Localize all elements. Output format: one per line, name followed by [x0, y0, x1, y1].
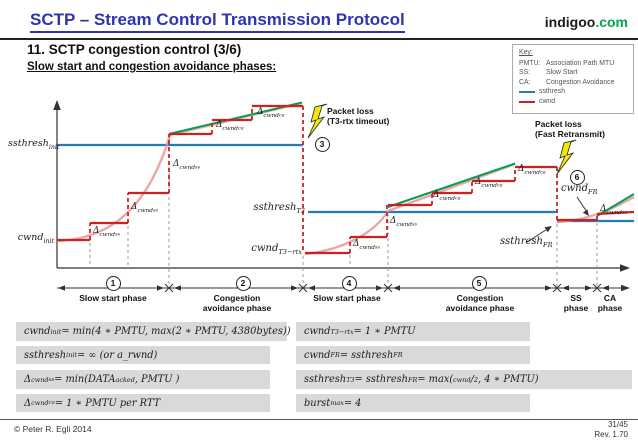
label-delta-cwnd-ss: Δcwndss: [173, 159, 201, 171]
phase-marker-5: 5: [471, 275, 487, 291]
label-cwnd-fr: cwndFR: [561, 183, 598, 196]
phase-axis: [57, 283, 630, 293]
page-title: SCTP – Stream Control Transmission Proto…: [30, 10, 405, 33]
phase-label-ss: SS phase: [563, 293, 589, 313]
cwnd-line-swatch: [519, 97, 539, 107]
label-delta-cwnd-ss: Δcwndss: [600, 204, 628, 216]
footer-meta: 31/45 Rev. 1.70: [594, 420, 628, 440]
phase-label-ca-2: Congestion avoidance phase: [445, 293, 515, 313]
label-delta-cwnd-ss: Δcwndss: [93, 226, 121, 238]
legend-row-pmtu: PMTU: Association Path MTU: [519, 59, 615, 67]
phase-marker-1: 1: [105, 275, 121, 291]
label-delta-cwnd-ss: Δcwndss: [131, 202, 159, 214]
y-axis: [53, 100, 61, 268]
cwnd-line: [57, 104, 635, 255]
x-axis: [57, 264, 630, 272]
legend-row-ssthresh: ssthresh: [519, 87, 633, 97]
legend-row-ss: SS: Slow Start: [519, 69, 578, 76]
legend-title: Key:: [519, 49, 533, 56]
footer-copyright: © Peter R. Egli 2014: [14, 424, 92, 434]
lightning-icon-t3: [307, 103, 328, 139]
packet-loss-fr-annotation: Packet loss (Fast Retransmit): [535, 119, 605, 139]
cwnd-step-dashes: [89, 106, 598, 253]
ssthresh-fr-pointer-arrow: [526, 226, 552, 243]
slide-subheading: Slow start and congestion avoidance phas…: [27, 61, 277, 73]
brand-tld: .com: [595, 14, 628, 30]
label-delta-cwnd-ss: Δcwndss: [390, 216, 418, 228]
legend-row-cwnd: cwnd: [519, 97, 633, 107]
phase-label-slow-start-1: Slow start phase: [79, 293, 147, 303]
label-delta-cwnd-ss: Δcwndss: [353, 239, 381, 251]
footer-page-number: 31/45: [607, 420, 628, 429]
footer-revision: Rev. 1.70: [594, 430, 628, 439]
footer-divider: [0, 419, 638, 420]
phase-boundary-marks: [164, 283, 602, 293]
ssthresh-line-swatch: [519, 87, 539, 97]
phase-label-slow-start-2: Slow start phase: [313, 293, 381, 303]
label-delta-cwnd-ca: Δcwndca: [216, 120, 244, 132]
phase-span-arrows: [58, 285, 609, 291]
event-marker-6: 6: [569, 169, 585, 185]
label-ssthresh-init: ssthreshinit: [8, 138, 60, 151]
label-delta-cwnd-ca: Δcwndca: [257, 107, 285, 119]
label-delta-cwnd-ca: Δcwndca: [518, 164, 546, 176]
label-delta-cwnd-ca: Δcwndca: [433, 190, 461, 202]
label-cwnd-t3-rtx: cwndT3−rtx: [251, 243, 302, 256]
phase-label-ca-1: Congestion avoidance phase: [202, 293, 272, 313]
cwnd-fr-pointer-arrow: [576, 196, 589, 216]
phase-marker-4: 4: [341, 275, 357, 291]
label-cwnd-init: cwndinit: [17, 232, 54, 245]
brand-logo: indigoo.com: [545, 14, 628, 30]
ca-growth-lines: [168, 101, 635, 217]
brand-name: indigoo: [544, 14, 596, 30]
header-divider: [0, 38, 638, 40]
slide-heading: 11. SCTP congestion control (3/6): [27, 42, 242, 57]
label-ssthresh-fr: ssthreshFR: [500, 236, 553, 249]
event-marker-3: 3: [314, 136, 330, 152]
phase-label-ca: CA phase: [597, 293, 623, 313]
label-ssthresh-t3: ssthreshT3: [253, 202, 305, 215]
label-delta-cwnd-ca: Δcwndca: [475, 177, 503, 189]
legend-box: Key: PMTU: Association Path MTU SS: Slow…: [512, 44, 634, 114]
packet-loss-t3-annotation: Packet loss (T3-rtx timeout): [327, 106, 390, 126]
phase-marker-2: 2: [235, 275, 251, 291]
lightning-icon-fr: [556, 139, 577, 175]
legend-row-ca: CA: Congestion Avoidance: [519, 78, 615, 86]
